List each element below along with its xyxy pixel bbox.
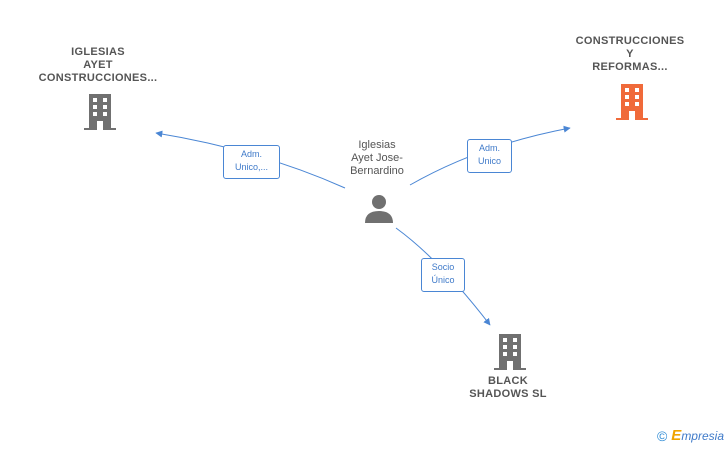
company-left-line-3: CONSTRUCCIONES... [38, 72, 158, 84]
edge-left-line-1: Adm. [240, 149, 262, 159]
brand-name: mpresia [681, 429, 724, 443]
building-icon[interactable] [84, 94, 116, 135]
brand-logo: Empresia [671, 427, 724, 444]
company-left-line-2: AYET [83, 59, 113, 71]
company-left-line-1: IGLESIAS [71, 46, 125, 58]
person-line-3: Bernardino [350, 165, 404, 177]
company-right-line-1: CONSTRUCCIONES [575, 35, 685, 47]
edge-bottom-line-1: Socio [431, 262, 455, 272]
edge-left-line-2: Unico,... [234, 162, 268, 172]
edge-right-line-1: Adm. [478, 143, 500, 153]
edge-label-left[interactable]: Adm. Unico,... [223, 145, 280, 179]
person-line-2: Ayet Jose- [351, 152, 403, 164]
company-right-line-2: Y [626, 48, 634, 60]
company-bottom-label[interactable]: BLACK SHADOWS SL [448, 375, 568, 401]
building-icon[interactable] [494, 334, 526, 375]
company-right-line-3: REFORMAS... [592, 61, 668, 73]
edge-bottom-line-2: Único [431, 275, 455, 285]
company-bottom-line-1: BLACK [488, 375, 528, 387]
company-bottom-line-2: SHADOWS SL [469, 388, 547, 400]
person-icon[interactable] [364, 193, 394, 228]
company-right-label[interactable]: CONSTRUCCIONES Y REFORMAS... [560, 35, 700, 74]
person-center-label[interactable]: Iglesias Ayet Jose- Bernardino [327, 139, 427, 178]
company-left-label[interactable]: IGLESIAS AYET CONSTRUCCIONES... [28, 46, 168, 85]
edge-label-bottom[interactable]: Socio Único [421, 258, 465, 292]
person-line-1: Iglesias [358, 139, 396, 151]
brand-letter: E [671, 427, 682, 444]
footer-brand[interactable]: © Empresia [657, 427, 724, 444]
edge-label-right[interactable]: Adm. Unico [467, 139, 512, 173]
edge-right-line-2: Unico [477, 156, 501, 166]
building-icon[interactable] [616, 84, 648, 125]
copyright-icon: © [656, 427, 668, 444]
